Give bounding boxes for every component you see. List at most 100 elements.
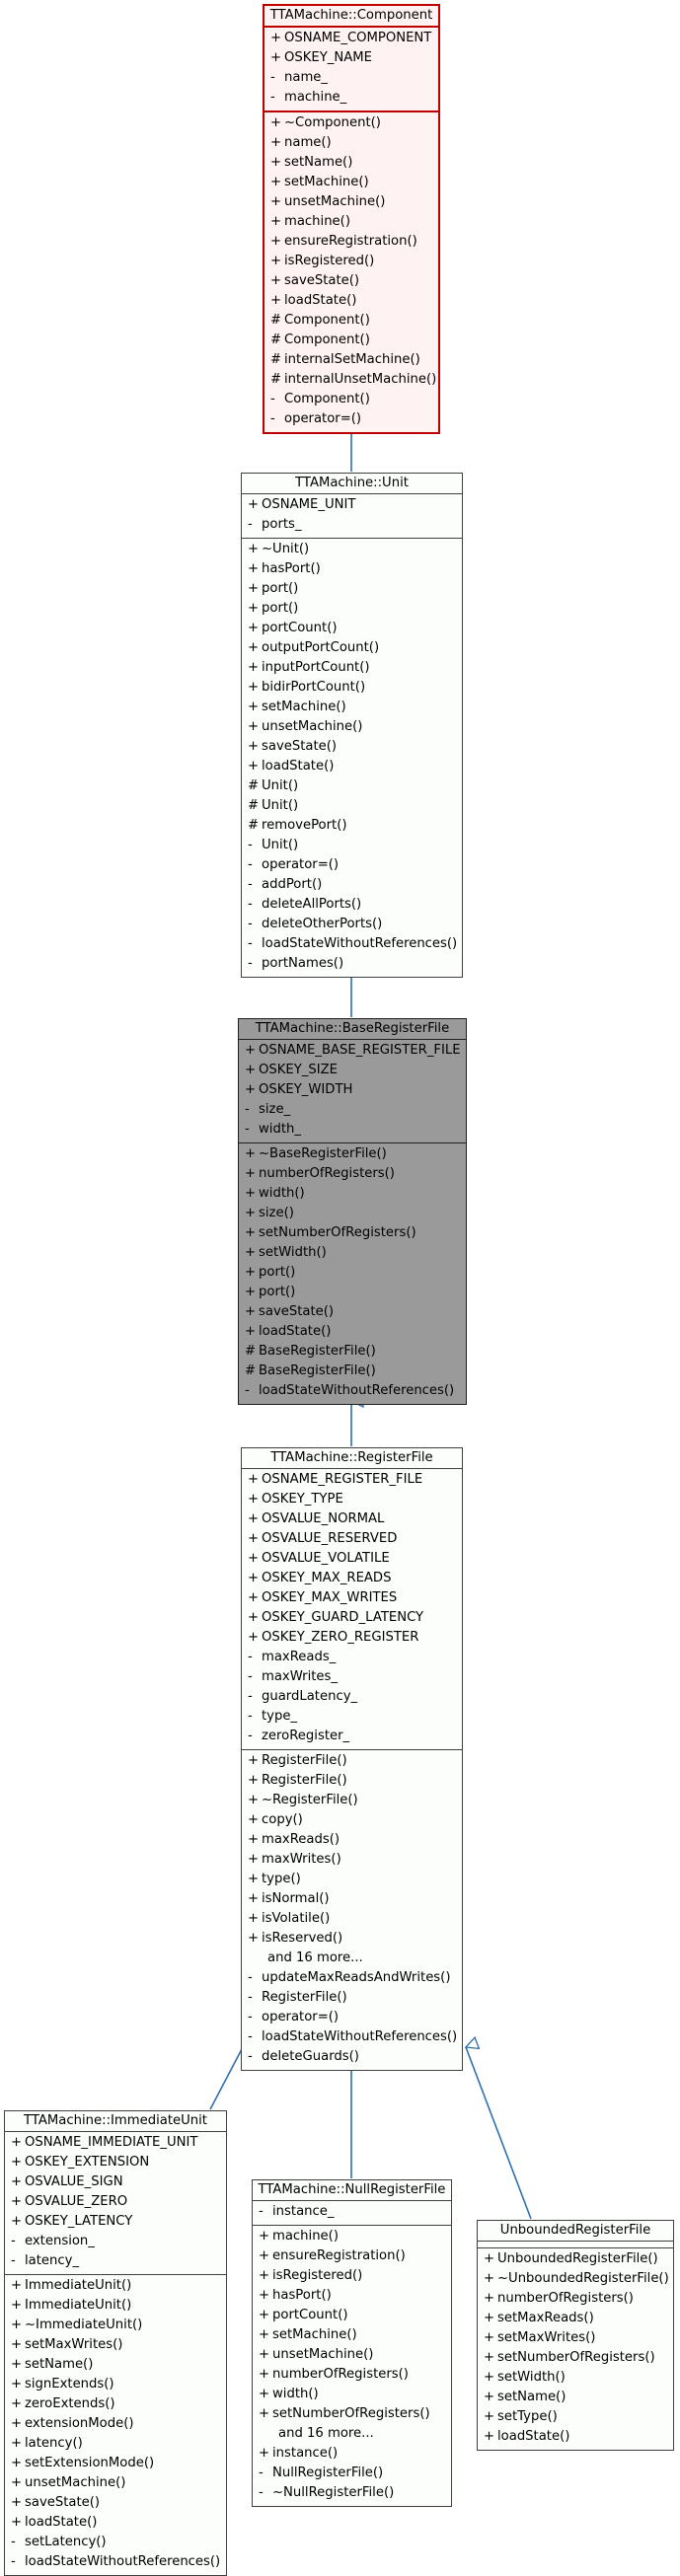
member-name: setWidth() — [259, 1245, 327, 1260]
method-row: -~NullRegisterFile() — [253, 2483, 451, 2503]
method-row: +~Component() — [264, 113, 438, 133]
member-name: maxReads_ — [262, 1650, 337, 1664]
visibility-marker: + — [248, 680, 260, 695]
method-row: +type() — [242, 1870, 462, 1889]
method-row: +~Unit() — [242, 540, 462, 559]
method-row: -deleteAllPorts() — [242, 895, 462, 915]
class-unboundedregisterfile[interactable]: UnboundedRegisterFile+UnboundedRegisterF… — [477, 2220, 674, 2451]
class-title: UnboundedRegisterFile — [499, 2223, 651, 2238]
visibility-marker: + — [11, 2298, 23, 2313]
method-row: +setMaxWrites() — [478, 2328, 673, 2348]
member-name: OSKEY_WIDTH — [259, 1082, 353, 1097]
class-title: TTAMachine::Unit — [295, 476, 409, 490]
visibility-marker: + — [484, 2370, 495, 2385]
method-row: +unsetMachine() — [253, 2345, 451, 2365]
member-name: width() — [272, 2387, 319, 2401]
class-nullregisterfile[interactable]: TTAMachine::NullRegisterFile-instance_+m… — [252, 2179, 452, 2507]
member-name: width() — [259, 1186, 305, 1201]
method-row: +saveState() — [239, 1302, 466, 1322]
visibility-marker: - — [245, 1102, 250, 1117]
method-row: +width() — [239, 1184, 466, 1204]
method-row: +saveState() — [5, 2493, 226, 2513]
class-component[interactable]: TTAMachine::Component+OSNAME_COMPONENT+O… — [263, 4, 440, 434]
member-name: type_ — [262, 1709, 298, 1724]
member-name: ~Unit() — [262, 542, 310, 556]
attribute-row: -name_ — [264, 68, 438, 88]
visibility-marker: + — [270, 115, 282, 130]
attribute-row: +OSNAME_IMMEDIATE_UNIT — [5, 2133, 226, 2153]
method-row: -setLatency() — [5, 2533, 226, 2552]
visibility-marker: + — [11, 2357, 23, 2372]
visibility-marker: + — [248, 1571, 260, 1585]
member-name: RegisterFile() — [262, 1773, 347, 1788]
visibility-marker: - — [248, 936, 253, 951]
class-registerfile[interactable]: TTAMachine::RegisterFile+OSNAME_REGISTER… — [241, 1447, 463, 2071]
visibility-marker: + — [248, 1531, 260, 1546]
member-name: setName() — [284, 155, 353, 170]
method-row: +machine() — [253, 2227, 451, 2246]
attribute-row: +OSNAME_BASE_REGISTER_FILE — [239, 1041, 466, 1061]
method-row: +portCount() — [242, 619, 462, 638]
class-immediateunit[interactable]: TTAMachine::ImmediateUnit+OSNAME_IMMEDIA… — [4, 2110, 227, 2576]
method-row: -loadStateWithoutReferences() — [242, 2027, 462, 2047]
member-name: ports_ — [262, 517, 302, 532]
member-name: isRegistered() — [284, 254, 375, 268]
visibility-marker: + — [245, 1324, 257, 1339]
visibility-marker: + — [11, 2214, 23, 2229]
member-name: machine() — [284, 214, 350, 229]
member-name: loadState() — [497, 2429, 570, 2444]
attributes-section: -instance_ — [253, 2200, 451, 2225]
member-name: OSKEY_MAX_WRITES — [262, 1590, 398, 1605]
method-row: +unsetMachine() — [5, 2473, 226, 2493]
method-row: +port() — [242, 579, 462, 599]
method-row: #BaseRegisterFile() — [239, 1342, 466, 1362]
visibility-marker: - — [270, 90, 275, 105]
visibility-marker: + — [248, 1793, 260, 1807]
class-baseregisterfile[interactable]: TTAMachine::BaseRegisterFile+OSNAME_BASE… — [238, 1018, 467, 1405]
visibility-marker: + — [248, 497, 260, 512]
visibility-marker: # — [270, 313, 282, 328]
attribute-row: +OSVALUE_NORMAL — [242, 1509, 462, 1529]
class-unit[interactable]: TTAMachine::Unit+OSNAME_UNIT-ports_+~Uni… — [241, 473, 463, 978]
visibility-marker: - — [248, 917, 253, 931]
method-row: -NullRegisterFile() — [253, 2464, 451, 2483]
method-row: +setExtensionMode() — [5, 2454, 226, 2473]
member-name: ~UnboundedRegisterFile() — [497, 2271, 669, 2286]
visibility-marker: + — [11, 2278, 23, 2293]
member-name: setMachine() — [284, 175, 369, 189]
method-row: +hasPort() — [242, 559, 462, 579]
attributes-section: +OSNAME_IMMEDIATE_UNIT+OSKEY_EXTENSION+O… — [5, 2131, 226, 2274]
attribute-row: -extension_ — [5, 2232, 226, 2251]
member-name: ensureRegistration() — [272, 2248, 406, 2263]
member-name: setNumberOfRegisters() — [272, 2406, 430, 2421]
member-name: deleteOtherPorts() — [262, 917, 383, 931]
member-name: unsetMachine() — [284, 194, 386, 209]
visibility-marker: + — [270, 293, 282, 308]
member-name: instance() — [272, 2446, 339, 2461]
method-row: #Component() — [264, 331, 438, 350]
attribute-row: +OSKEY_WIDTH — [239, 1080, 466, 1100]
member-name: BaseRegisterFile() — [259, 1344, 376, 1359]
member-name: OSKEY_TYPE — [262, 1492, 343, 1507]
member-name: OSVALUE_NORMAL — [262, 1511, 385, 1526]
member-name: bidirPortCount() — [262, 680, 366, 695]
member-name: loadStateWithoutReferences() — [262, 936, 458, 951]
method-row: -operator=() — [264, 409, 438, 429]
attribute-row: -width_ — [239, 1120, 466, 1140]
attribute-row: -guardLatency_ — [242, 1687, 462, 1707]
member-name: extension_ — [25, 2234, 95, 2248]
method-row: +setMachine() — [264, 173, 438, 192]
method-row: +maxReads() — [242, 1830, 462, 1850]
method-row: +ensureRegistration() — [264, 232, 438, 252]
visibility-marker: + — [245, 1146, 257, 1161]
member-name: instance_ — [272, 2204, 335, 2219]
visibility-marker: + — [484, 2251, 495, 2266]
visibility-marker: - — [245, 1383, 250, 1398]
method-row: +setNumberOfRegisters() — [478, 2348, 673, 2368]
visibility-marker: - — [248, 1689, 253, 1704]
method-row: -Unit() — [242, 836, 462, 855]
member-name: isVolatile() — [262, 1911, 331, 1926]
member-name: OSKEY_EXTENSION — [25, 2155, 150, 2170]
method-row: +zeroExtends() — [5, 2394, 226, 2414]
member-name: machine_ — [284, 90, 347, 105]
